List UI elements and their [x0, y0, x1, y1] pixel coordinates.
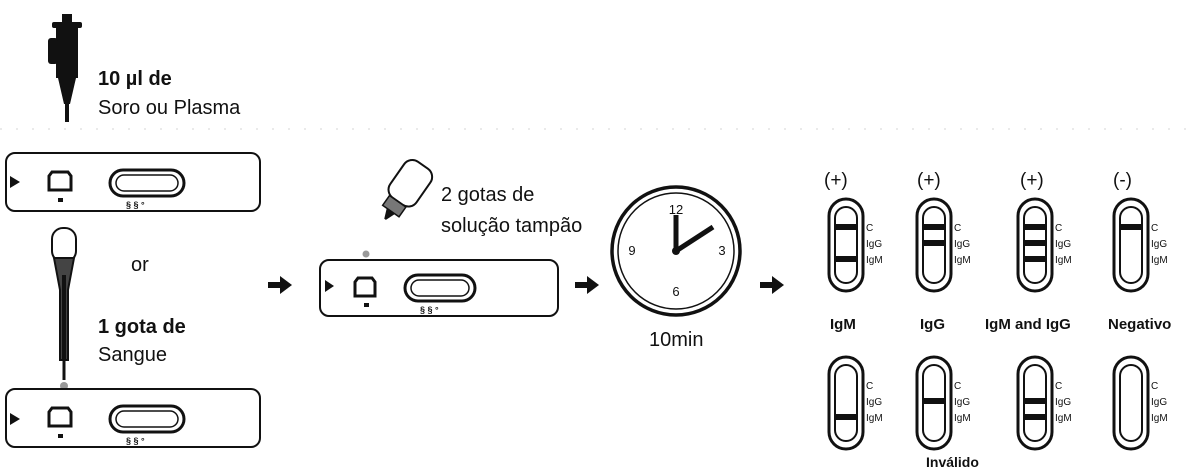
band-label: C [954, 223, 961, 234]
buffer-drop [362, 250, 370, 258]
result-name-igm: IgM [830, 316, 856, 333]
band-label: IgM [1151, 413, 1168, 424]
sample-type-label: Soro ou Plasma [98, 97, 241, 119]
result-cassette-invalid-3: C IgG IgM [1016, 355, 1072, 451]
result-cassette-igm-igg: C IgG IgM [1016, 197, 1072, 293]
cassette-bottom: § § ° [5, 388, 261, 448]
flow-arrow-3 [760, 276, 784, 294]
band-label: C [1151, 223, 1158, 234]
band-label: C [866, 381, 873, 392]
buffer-solution-label: solução tampão [441, 215, 583, 237]
band-label: C [954, 381, 961, 392]
or-label: or [131, 254, 149, 276]
cassette-top: § § ° [5, 152, 261, 212]
result-sign-negative: (-) [1113, 170, 1132, 191]
result-name-negative: Negativo [1108, 316, 1172, 333]
result-band [1024, 398, 1046, 404]
result-name-igm-igg: IgM and IgG [985, 316, 1071, 333]
band-label: IgM [1055, 413, 1072, 424]
band-label: IgM [866, 413, 883, 424]
band-label: IgG [866, 397, 882, 408]
band-label: IgG [954, 239, 970, 250]
svg-text:§ § °: § § ° [126, 200, 145, 210]
band-label: IgG [866, 239, 882, 250]
blood-type-label: Sangue [98, 344, 167, 366]
band-label: IgM [954, 413, 971, 424]
band-label: C [866, 223, 873, 234]
result-cassette-invalid-1: C IgG IgM [827, 355, 883, 451]
result-cassette-igm: C IgG IgM [827, 197, 883, 293]
result-band [835, 256, 857, 262]
band-label: IgM [954, 255, 971, 266]
band-label: C [1055, 223, 1062, 234]
result-band [1024, 414, 1046, 420]
sample-volume-label: 10 µl de [98, 68, 172, 90]
result-cassette-negative: C IgG IgM [1112, 197, 1168, 293]
result-band [923, 398, 945, 404]
result-band [923, 240, 945, 246]
result-cassette-invalid-4: C IgG IgM [1112, 355, 1168, 451]
micropipette-icon [48, 14, 82, 122]
clock-number-6: 6 [672, 284, 679, 299]
band-label: IgG [1055, 397, 1071, 408]
cassette-middle: § § ° [319, 259, 559, 317]
blood-drop-label: 1 gota de [98, 316, 186, 338]
result-sign-igm-igg: (+) [1020, 170, 1044, 191]
result-cassette-invalid-2: C IgG IgM [915, 355, 971, 451]
result-name-igg: IgG [920, 316, 945, 333]
result-sign-igg: (+) [917, 170, 941, 191]
dropper-icon [51, 227, 77, 390]
band-label: IgM [1151, 255, 1168, 266]
result-band [1120, 224, 1142, 230]
band-label: IgM [866, 255, 883, 266]
buffer-bottle-icon [381, 158, 434, 220]
result-band [835, 224, 857, 230]
clock-number-12: 12 [669, 202, 683, 217]
band-label: IgM [1055, 255, 1072, 266]
band-label: IgG [1151, 397, 1167, 408]
band-label: IgG [1055, 239, 1071, 250]
band-label: IgG [954, 397, 970, 408]
clock-number-9: 9 [628, 243, 635, 258]
result-invalid-label: Inválido [926, 454, 979, 470]
clock-number-3: 3 [718, 243, 725, 258]
result-band [1024, 240, 1046, 246]
clock-icon: 12 3 6 9 [610, 185, 742, 317]
result-sign-igm: (+) [824, 170, 848, 191]
buffer-drops-label: 2 gotas de [441, 184, 535, 206]
result-band [835, 414, 857, 420]
flow-arrow-2 [575, 276, 599, 294]
svg-text:§ § °: § § ° [420, 305, 439, 315]
band-label: C [1055, 381, 1062, 392]
result-band [1024, 224, 1046, 230]
flow-arrow-1 [268, 276, 292, 294]
svg-text:§ § °: § § ° [126, 436, 145, 446]
result-band [1024, 256, 1046, 262]
band-label: C [1151, 381, 1158, 392]
results-panel: C IgG IgM C IgG IgM C IgG IgM C IgG IgM C IgG IgM C IgG I… [827, 197, 1168, 451]
timer-label: 10min [649, 329, 704, 351]
band-label: IgG [1151, 239, 1167, 250]
result-band [923, 224, 945, 230]
result-cassette-igg: C IgG IgM [915, 197, 971, 293]
